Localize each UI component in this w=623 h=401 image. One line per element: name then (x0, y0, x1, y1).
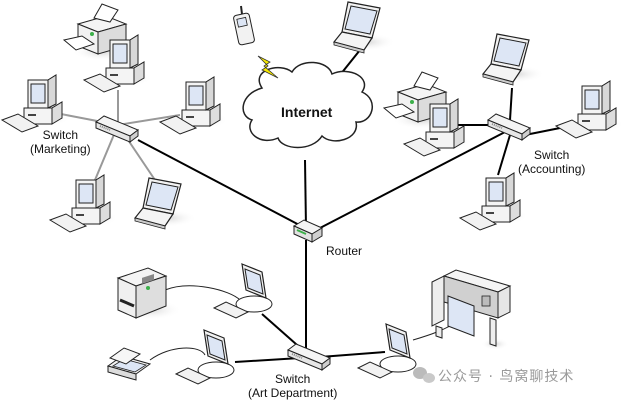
marketing-laptop-icon (134, 177, 198, 230)
link-internet-router (304, 159, 307, 229)
switch-art-icon (287, 343, 331, 371)
marketing-pc-left-icon (1, 74, 71, 133)
internet-cloud-icon (242, 61, 373, 149)
switch-art-label-line1: Switch (275, 372, 311, 386)
wireless-lightning-icon (257, 55, 279, 79)
marketing-pc-bottom-icon (49, 174, 119, 233)
switch-marketing-label-line1: Switch (42, 128, 79, 142)
link-accounting-pc-right (524, 127, 561, 136)
router-icon (292, 219, 324, 243)
art-monitor-left-icon (175, 329, 235, 385)
switch-accounting-label: Switch (Accounting) (518, 148, 585, 176)
art-monitor-right-icon (357, 323, 417, 379)
switch-accounting-label-line1: Switch (534, 148, 570, 162)
link-accounting-router (319, 131, 506, 229)
link-art-monitor-left (234, 357, 301, 363)
plotter-icon (431, 269, 512, 350)
link-art-printer (164, 285, 241, 301)
switch-art-label: Switch (Art Department) (248, 372, 337, 400)
internet-laptop-icon (333, 1, 397, 54)
accounting-pc-right-icon (555, 80, 623, 139)
router-label: Router (326, 244, 363, 258)
link-art-monitor-right (319, 351, 386, 358)
marketing-pc-right-icon (159, 76, 229, 135)
art-printer-icon (116, 267, 182, 320)
accounting-pc-bottom-icon (459, 172, 529, 231)
link-art-scanner (149, 347, 206, 361)
switch-marketing-label-line2: (Marketing) (30, 142, 91, 156)
switch-art-label-line2: (Art Department) (248, 386, 338, 400)
link-marketing-router (137, 139, 306, 229)
internet-label: Internet (281, 104, 333, 120)
cell-phone-icon (233, 5, 255, 46)
switch-marketing-label: Switch (Marketing) (30, 128, 91, 156)
link-marketing-pc-right (117, 114, 181, 126)
scanner-icon (106, 347, 152, 381)
link-accounting-pc-bottom (497, 134, 511, 176)
switch-accounting-label-line2: (Accounting) (518, 162, 586, 176)
accounting-laptop-icon (482, 33, 546, 86)
watermark-text: 公众号 · 鸟窝聊技术 (438, 369, 575, 385)
link-accounting-laptop (509, 87, 513, 121)
wechat-icon (413, 367, 435, 383)
